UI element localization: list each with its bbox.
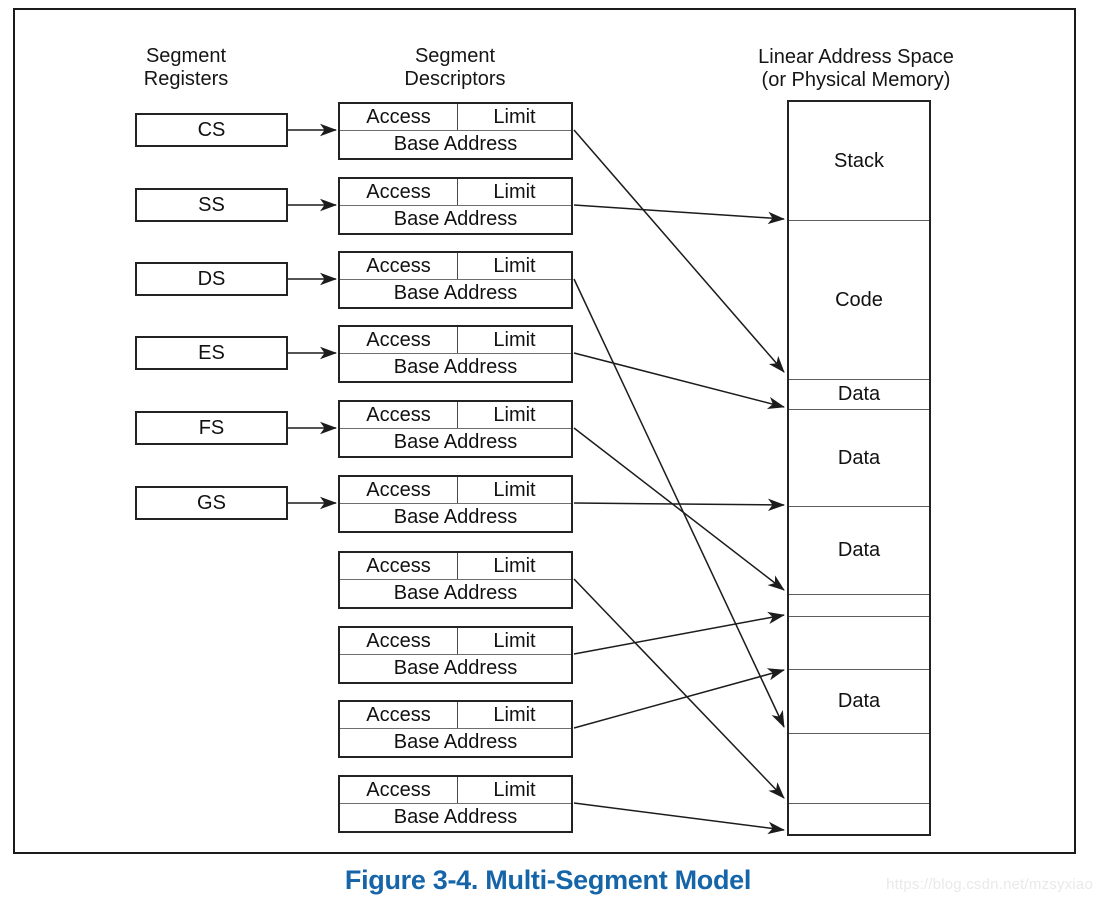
column-header-segment-registers: Segment Registers — [86, 45, 286, 91]
memory-segment-label: Code — [835, 288, 883, 311]
header-line: (or Physical Memory) — [761, 69, 951, 91]
watermark-text: https://blog.csdn.net/mzsyxiao — [886, 876, 1093, 893]
register-box-fs: FS — [135, 411, 288, 445]
descriptor-limit-cell: Limit — [493, 629, 536, 652]
descriptor-access-cell: Access — [340, 702, 458, 728]
descriptor-base-address-cell: Base Address — [393, 657, 518, 679]
register-box-es: ES — [135, 336, 288, 370]
memory-segment-unlabeled — [789, 734, 929, 804]
descriptor-access-cell: Access — [340, 553, 458, 579]
memory-segment-unlabeled — [789, 595, 929, 617]
descriptor-top-row: Access Limit — [340, 777, 571, 804]
descriptor-access-cell: Access — [340, 477, 458, 503]
memory-segment-unlabeled — [789, 617, 929, 670]
figure-caption: Figure 3-4. Multi-Segment Model — [344, 865, 752, 895]
descriptor-limit-cell: Limit — [493, 180, 536, 203]
descriptor-base-address-cell: Base Address — [393, 582, 518, 604]
memory-segment-label: Data — [837, 539, 881, 561]
descriptor-limit-cell: Limit — [493, 254, 536, 277]
register-box-gs: GS — [135, 486, 288, 520]
descriptor-limit-cell: Limit — [493, 703, 536, 726]
descriptor-limit-cell: Limit — [493, 328, 536, 351]
memory-segment-data: Data — [789, 670, 929, 734]
register-label: SS — [198, 193, 225, 216]
memory-segment-data: Data — [789, 410, 929, 507]
register-box-ss: SS — [135, 188, 288, 222]
memory-segment-label: Data — [837, 383, 881, 405]
descriptor-limit-cell: Limit — [493, 403, 536, 426]
descriptor-limit-cell: Limit — [493, 778, 536, 801]
memory-segment-data: Data — [789, 380, 929, 410]
descriptor-access-cell: Access — [340, 628, 458, 654]
memory-segment-stack: Stack — [789, 102, 929, 221]
descriptor-base-address-cell: Base Address — [393, 431, 518, 453]
descriptor-top-row: Access Limit — [340, 104, 571, 131]
descriptor-top-row: Access Limit — [340, 179, 571, 206]
register-label: CS — [197, 118, 226, 141]
register-label: GS — [197, 491, 226, 514]
descriptor-limit-cell: Limit — [493, 105, 536, 128]
header-line: Registers — [143, 68, 229, 90]
descriptor-top-row: Access Limit — [340, 327, 571, 354]
descriptor-base-address-cell: Base Address — [393, 506, 518, 528]
memory-segment-label: Stack — [833, 149, 885, 172]
memory-segment-data: Data — [789, 507, 929, 595]
header-line: Descriptors — [404, 68, 506, 90]
descriptor-access-cell: Access — [340, 179, 458, 205]
descriptor-top-row: Access Limit — [340, 628, 571, 655]
memory-segment-label: Data — [837, 690, 881, 712]
descriptor-access-cell: Access — [340, 777, 458, 803]
descriptor-top-row: Access Limit — [340, 402, 571, 429]
descriptor-base-address-cell: Base Address — [393, 731, 518, 753]
memory-segment-label: Data — [837, 446, 881, 469]
register-label: DS — [197, 267, 226, 290]
register-label: ES — [198, 341, 225, 364]
column-header-linear-address-space: Linear Address Space (or Physical Memory… — [716, 46, 996, 92]
descriptor-access-cell: Access — [340, 402, 458, 428]
descriptor-limit-cell: Limit — [493, 554, 536, 577]
header-line: Linear Address Space — [758, 46, 954, 68]
descriptor-top-row: Access Limit — [340, 253, 571, 280]
memory-segment-code: Code — [789, 221, 929, 380]
descriptor-base-address-cell: Base Address — [393, 133, 518, 155]
descriptor-limit-cell: Limit — [493, 478, 536, 501]
register-label: FS — [198, 416, 225, 439]
descriptor-top-row: Access Limit — [340, 553, 571, 580]
descriptor-top-row: Access Limit — [340, 702, 571, 729]
descriptor-top-row: Access Limit — [340, 477, 571, 504]
memory-segment-unlabeled — [789, 804, 929, 834]
descriptor-base-address-cell: Base Address — [393, 806, 518, 828]
header-line: Segment — [145, 45, 227, 67]
descriptor-base-address-cell: Base Address — [393, 356, 518, 378]
descriptor-access-cell: Access — [340, 327, 458, 353]
descriptor-access-cell: Access — [340, 253, 458, 279]
header-line: Segment — [414, 45, 496, 67]
register-box-ds: DS — [135, 262, 288, 296]
register-box-cs: CS — [135, 113, 288, 147]
descriptor-base-address-cell: Base Address — [393, 208, 518, 230]
column-header-segment-descriptors: Segment Descriptors — [355, 45, 555, 91]
descriptor-base-address-cell: Base Address — [393, 282, 518, 304]
descriptor-access-cell: Access — [340, 104, 458, 130]
